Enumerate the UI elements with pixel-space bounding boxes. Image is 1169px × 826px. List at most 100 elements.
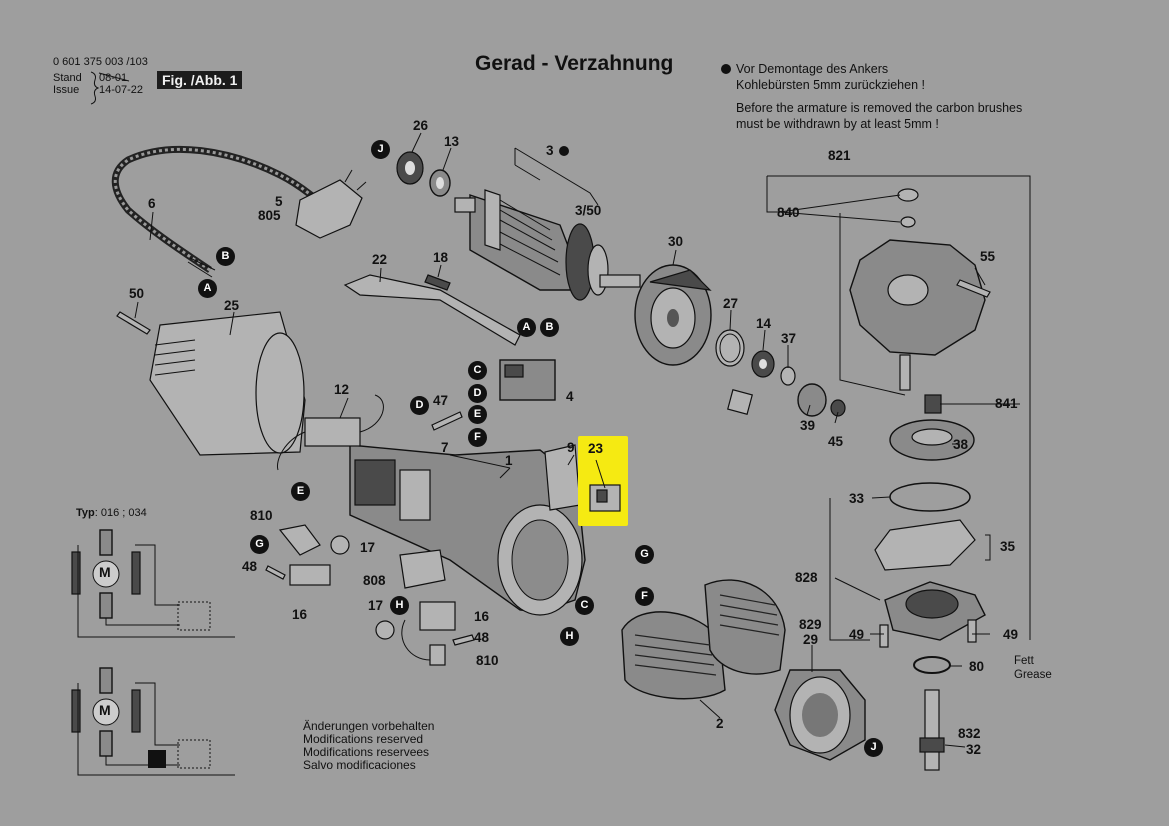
power-plug xyxy=(295,179,363,239)
part-number: 39 xyxy=(800,418,816,433)
part-number: 22 xyxy=(372,252,388,267)
part-number: 6 xyxy=(148,196,156,211)
stand-label: Stand xyxy=(53,72,82,84)
strike-through xyxy=(98,72,130,82)
doc-number: 0 601 375 003 /103 xyxy=(53,56,148,68)
part-number: 38 xyxy=(953,437,969,452)
part-number: 821 xyxy=(828,148,851,163)
bullet-icon xyxy=(559,146,569,156)
part-number: 14 xyxy=(756,316,772,331)
part-number: 2 xyxy=(716,716,724,731)
part-number: 80 xyxy=(969,659,985,674)
part-number: 48 xyxy=(474,630,490,645)
part-number: 25 xyxy=(224,298,240,313)
part-number: 3/50 xyxy=(575,203,602,218)
part-number: 37 xyxy=(781,331,797,346)
bullet-icon xyxy=(721,64,731,74)
fan-baffle xyxy=(634,264,712,366)
page-title: Gerad - Verzahnung xyxy=(475,52,674,75)
part-number: 16 xyxy=(292,607,308,622)
part-number: 9 xyxy=(567,440,575,455)
notice-de-2: Kohlebürsten 5mm zurückziehen ! xyxy=(736,78,925,92)
typ-label: Typ: 016 ; 034 xyxy=(76,507,147,519)
connection-marker: G xyxy=(250,535,269,554)
armature xyxy=(454,189,641,301)
power-cable-group xyxy=(111,145,367,278)
old-date: 08-01 xyxy=(99,72,128,84)
motor-symbol-2: M xyxy=(99,702,111,718)
new-date: 14-07-22 xyxy=(99,84,144,96)
part-number: 16 xyxy=(474,609,490,624)
part-number: 26 xyxy=(413,118,429,133)
grease-en: Grease xyxy=(1014,669,1052,681)
gear-housing xyxy=(849,239,991,391)
notice-en-2: must be withdrawn by at least 5mm ! xyxy=(736,117,939,131)
part-number: 841 xyxy=(995,396,1018,411)
connection-marker: J xyxy=(864,738,883,757)
part-number: 33 xyxy=(849,491,865,506)
grease-de: Fett xyxy=(1014,655,1034,667)
part-number: 808 xyxy=(363,573,386,588)
field-coils xyxy=(621,579,786,700)
header-brace xyxy=(90,71,100,105)
part-number: 840 xyxy=(777,205,800,220)
rear-cover xyxy=(149,311,306,456)
part-number-highlighted: 23 xyxy=(588,441,604,456)
notice-en-1: Before the armature is removed the carbo… xyxy=(736,101,1023,115)
connection-marker: E xyxy=(468,405,487,424)
figure-label: Fig. /Abb. 1 xyxy=(157,71,243,89)
connection-marker: C xyxy=(575,596,594,615)
part-number: 49 xyxy=(1003,627,1019,642)
connection-marker: H xyxy=(390,596,409,615)
connection-marker: F xyxy=(635,587,654,606)
wheel-guard xyxy=(774,669,866,761)
connection-marker: D xyxy=(410,396,429,415)
connection-marker: H xyxy=(560,627,579,646)
part-number: 13 xyxy=(444,134,460,149)
footer-line-4: Salvo modificaciones xyxy=(303,758,416,772)
connection-marker: B xyxy=(216,247,235,266)
part-number: 12 xyxy=(334,382,350,397)
part-number: 50 xyxy=(129,286,145,301)
connection-marker: J xyxy=(371,140,390,159)
part-number: 3 xyxy=(546,143,554,158)
part-number: 17 xyxy=(360,540,376,555)
part-number: 829 xyxy=(799,617,822,632)
part-number: 17 xyxy=(368,598,384,613)
part-number: 27 xyxy=(723,296,739,311)
connection-marker: D xyxy=(468,384,487,403)
part-number: 48 xyxy=(242,559,258,574)
wiring-diagram-2 xyxy=(71,667,235,776)
footer-line-3: Modifications reservees xyxy=(303,745,430,759)
part-number: 5 xyxy=(275,194,283,209)
part-number: 47 xyxy=(433,393,449,408)
connection-marker: B xyxy=(540,318,559,337)
part-number: 810 xyxy=(476,653,499,668)
part-number: 832 xyxy=(958,726,981,741)
part-number: 35 xyxy=(1000,539,1016,554)
part-number: 30 xyxy=(668,234,684,249)
footer-line-1: Änderungen vorbehalten xyxy=(303,719,435,733)
part-number: 828 xyxy=(795,570,818,585)
connection-marker: E xyxy=(291,482,310,501)
part-number: 49 xyxy=(849,627,865,642)
part-number: 29 xyxy=(803,632,819,647)
motor-housing xyxy=(349,444,586,616)
motor-symbol-1: M xyxy=(99,564,111,580)
connection-marker: F xyxy=(468,428,487,447)
notice-de-1: Vor Demontage des Ankers xyxy=(736,62,889,76)
part-number: 18 xyxy=(433,250,449,265)
part-number: 4 xyxy=(566,389,574,404)
part-number: 32 xyxy=(966,742,982,757)
connection-marker: A xyxy=(198,279,217,298)
part-number: 1 xyxy=(505,453,513,468)
part-number: 55 xyxy=(980,249,996,264)
footer-line-2: Modifications reserved xyxy=(303,732,424,746)
part-number: 805 xyxy=(258,208,281,223)
bearings xyxy=(396,151,451,197)
connection-marker: A xyxy=(517,318,536,337)
part-number: 7 xyxy=(441,440,449,455)
connection-marker: G xyxy=(635,545,654,564)
